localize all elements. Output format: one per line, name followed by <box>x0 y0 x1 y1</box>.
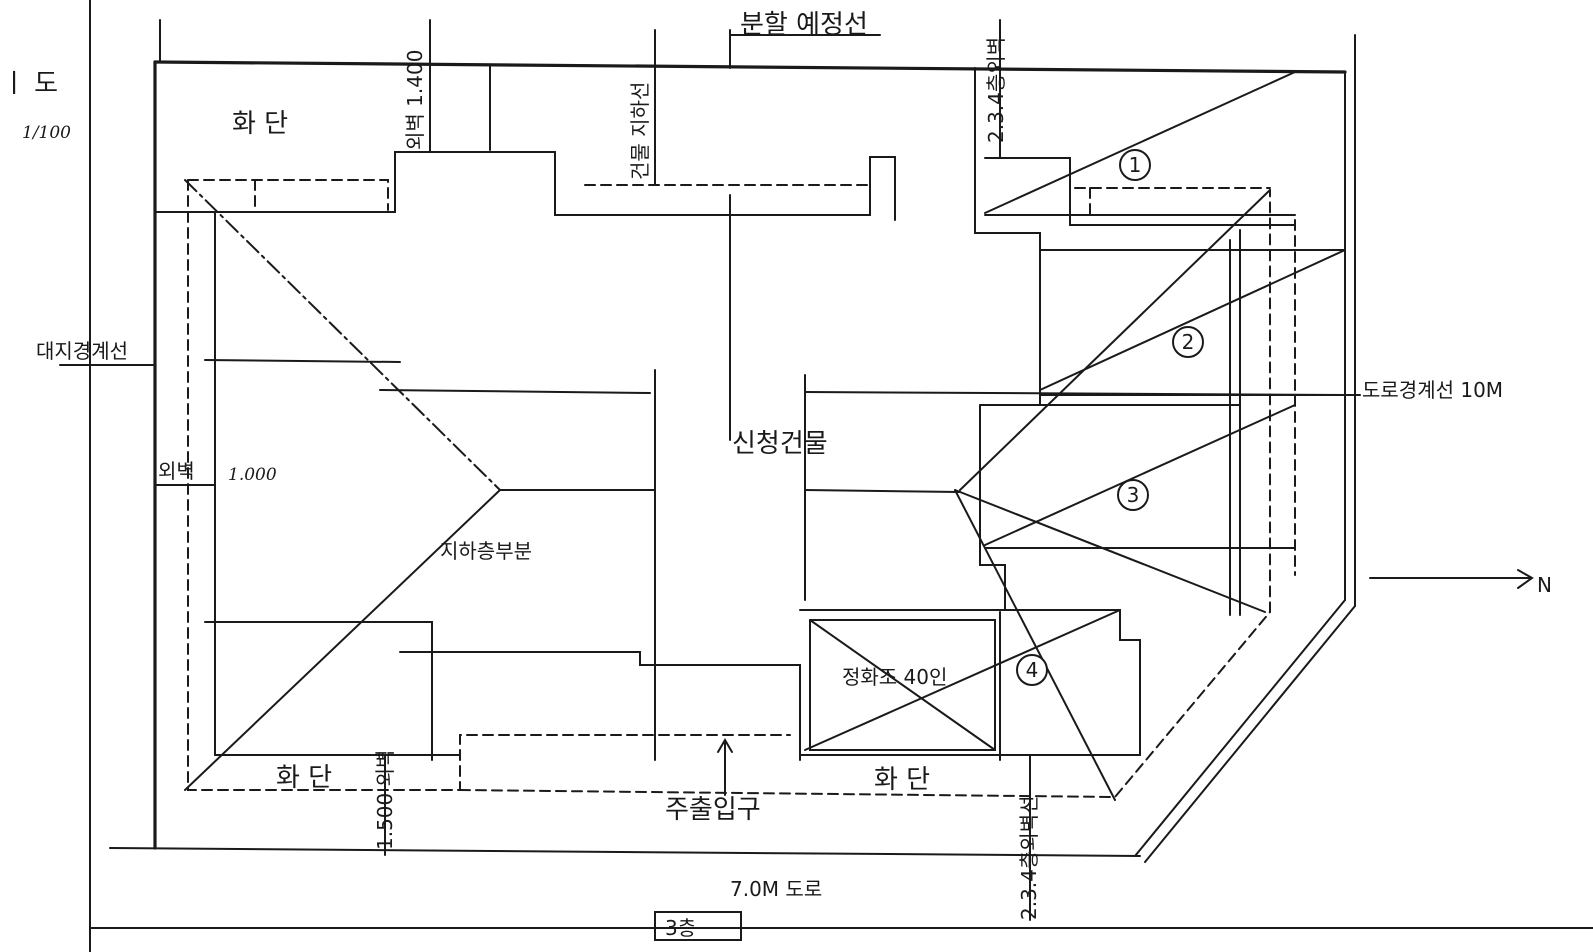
flower-bed-label-bottom-left: 화 단 <box>276 763 332 793</box>
road-7m-label: 7.0M 도로 <box>730 877 822 901</box>
setback-diagonals <box>184 71 1346 801</box>
marker-1: 1 <box>1119 149 1151 181</box>
road-boundary-label: 도로경계선 10M <box>1362 378 1503 402</box>
dim-1000-label: 1.000 <box>228 465 277 485</box>
wall-234-bottom-label: 2.3.4층외벽선 <box>1017 796 1041 921</box>
drawing-title-fragment: ㅣ 도 <box>2 69 58 99</box>
page-stamp: 3층 <box>654 911 742 941</box>
north-arrow <box>1369 569 1534 589</box>
main-entrance-label: 주출입구 <box>665 795 761 825</box>
wall-234-top-label: 2.3.4층외벽 <box>984 37 1008 143</box>
wall-1500-label: 1.500 외벽 <box>373 750 397 850</box>
marker-2: 2 <box>1172 326 1204 358</box>
basement-dashed-outline <box>187 179 1296 799</box>
marker-4-label: 4 <box>1026 658 1039 682</box>
wall-1000-label: 외벽 <box>158 459 195 483</box>
building-line-label: 건물 지하선 <box>628 82 652 180</box>
marker-4: 4 <box>1016 654 1048 686</box>
site-boundary-label: 대지경계선 <box>36 339 128 363</box>
split-line-label: 분할 예정선 <box>740 10 868 40</box>
north-label: N <box>1537 573 1552 597</box>
marker-2-label: 2 <box>1182 330 1195 354</box>
wall-1400-label: 외벽 1.400 <box>403 50 427 150</box>
septic-tank-label: 정화조 40인 <box>842 665 947 689</box>
marker-3: 3 <box>1117 479 1149 511</box>
flower-bed-label-top: 화 단 <box>232 109 288 139</box>
site-boundary-lines <box>109 19 1356 863</box>
stamp-label: 3층 <box>665 916 696 940</box>
dimension-lines <box>59 19 1361 921</box>
marker-1-label: 1 <box>1129 153 1142 177</box>
drawing-scale: 1/100 <box>22 123 71 143</box>
building-outline <box>154 64 1346 761</box>
marker-3-label: 3 <box>1127 483 1140 507</box>
new-building-label: 신청건물 <box>732 429 828 459</box>
flower-bed-label-bottom-right: 화 단 <box>874 765 930 795</box>
basement-label: 지하층부분 <box>440 539 532 563</box>
